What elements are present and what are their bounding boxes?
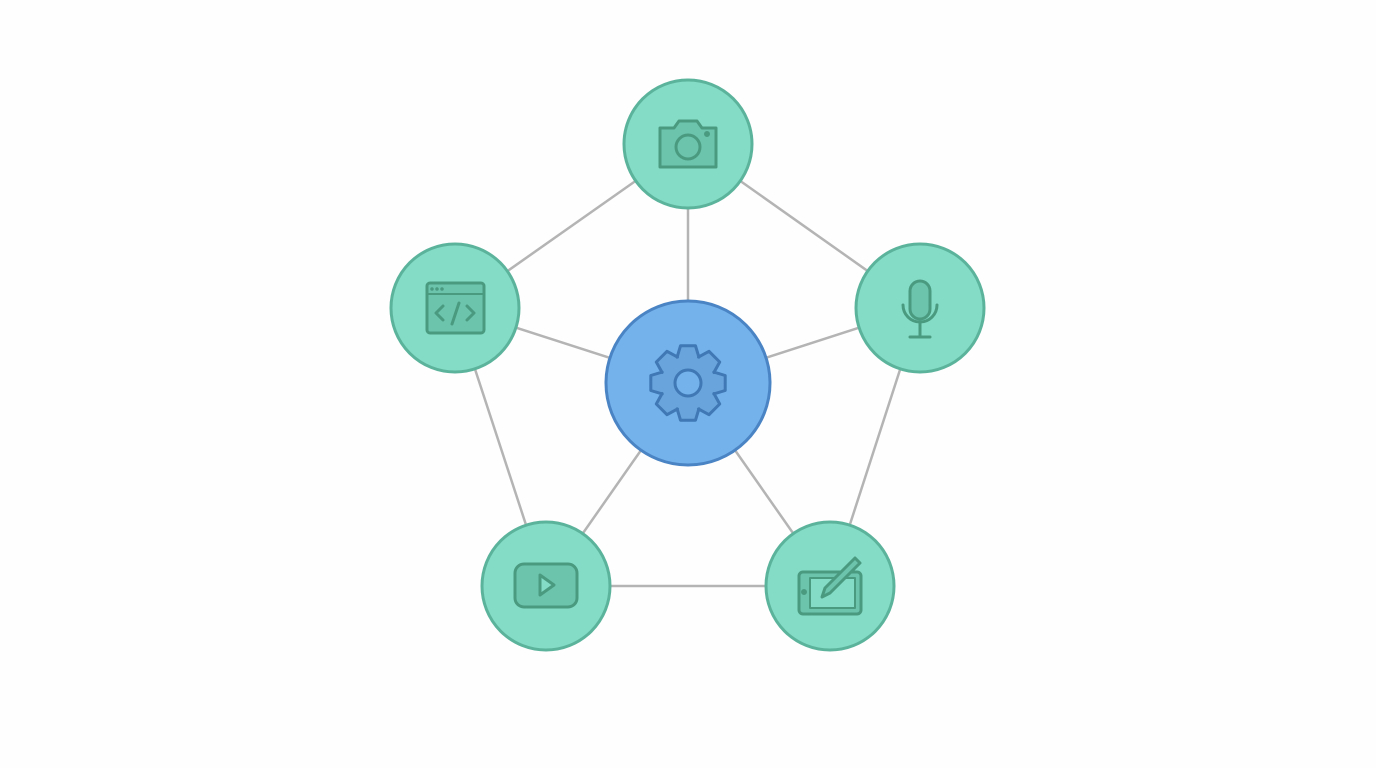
hub-node[interactable]: [604, 299, 772, 467]
camera-icon: [658, 119, 718, 169]
code-window-icon: [425, 281, 486, 335]
tablet-node[interactable]: [764, 520, 896, 652]
video-node[interactable]: [480, 520, 612, 652]
gear-icon: [649, 344, 727, 422]
video-play-icon: [513, 562, 579, 609]
drawing-tablet-icon: [797, 556, 863, 616]
microphone-node[interactable]: [854, 242, 986, 374]
code-node[interactable]: [389, 242, 521, 374]
camera-node[interactable]: [622, 78, 754, 210]
microphone-icon: [901, 279, 939, 339]
